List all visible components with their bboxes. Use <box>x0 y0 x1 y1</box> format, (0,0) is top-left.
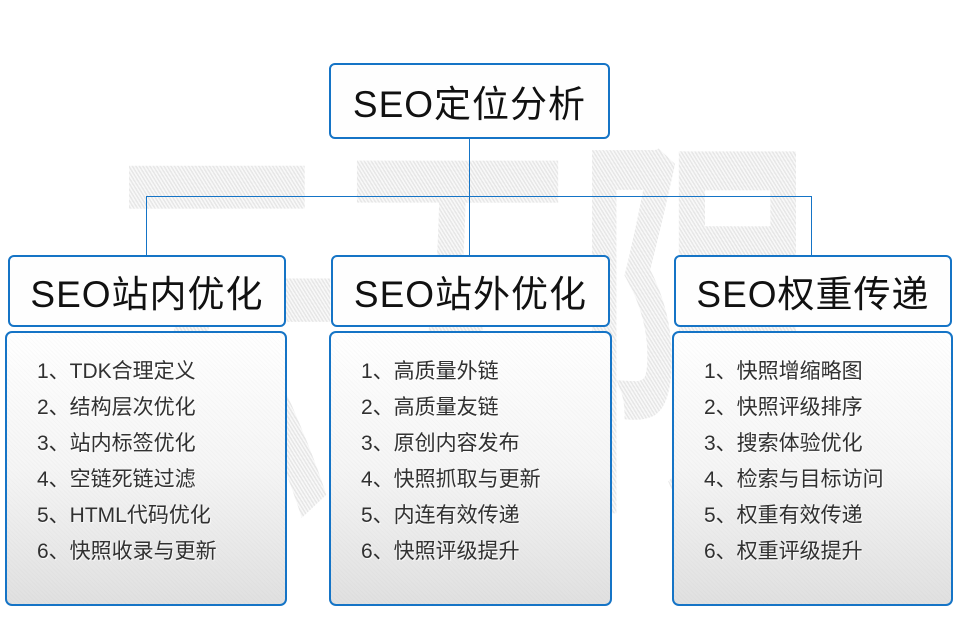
connector-stem <box>469 139 470 197</box>
branch-header-offsite: SEO站外优化 <box>331 255 610 327</box>
list-item: 4、空链死链过滤 <box>37 468 196 491</box>
branch-list-weight: 1、快照增缩略图 2、快照评级排序 3、搜索体验优化 4、检索与目标访问 5、权… <box>672 331 953 606</box>
list-item: 1、TDK合理定义 <box>37 360 196 383</box>
list-item: 5、内连有效传递 <box>361 504 520 527</box>
branch-header-weight: SEO权重传递 <box>674 255 952 327</box>
list-item: 5、权重有效传递 <box>704 504 863 527</box>
list-item: 5、HTML代码优化 <box>37 504 211 527</box>
list-item: 6、快照收录与更新 <box>37 540 217 563</box>
list-item: 3、原创内容发布 <box>361 432 520 455</box>
root-node-title: SEO定位分析 <box>352 84 587 125</box>
branch-list-offsite: 1、高质量外链 2、高质量友链 3、原创内容发布 4、快照抓取与更新 5、内连有… <box>329 331 612 606</box>
branch-title: SEO权重传递 <box>696 274 930 315</box>
list-item: 4、检索与目标访问 <box>704 468 884 491</box>
list-item: 2、快照评级排序 <box>704 396 863 419</box>
list-item: 2、高质量友链 <box>361 396 499 419</box>
list-item: 6、权重评级提升 <box>704 540 863 563</box>
list-item: 1、高质量外链 <box>361 360 499 383</box>
list-item: 3、搜索体验优化 <box>704 432 863 455</box>
connector-horizontal <box>146 196 812 197</box>
list-item: 6、快照评级提升 <box>361 540 520 563</box>
list-item: 3、站内标签优化 <box>37 432 196 455</box>
branch-header-onsite: SEO站内优化 <box>8 255 286 327</box>
connector-drop-left <box>146 196 147 256</box>
branch-title: SEO站外优化 <box>353 274 588 315</box>
connector-drop-mid <box>469 196 470 256</box>
branch-title: SEO站内优化 <box>30 274 264 315</box>
list-item: 1、快照增缩略图 <box>704 360 863 383</box>
connector-drop-right <box>811 196 812 256</box>
list-item: 2、结构层次优化 <box>37 396 196 419</box>
list-item: 4、快照抓取与更新 <box>361 468 541 491</box>
root-node: SEO定位分析 <box>329 63 610 139</box>
branch-list-onsite: 1、TDK合理定义 2、结构层次优化 3、站内标签优化 4、空链死链过滤 5、H… <box>5 331 287 606</box>
